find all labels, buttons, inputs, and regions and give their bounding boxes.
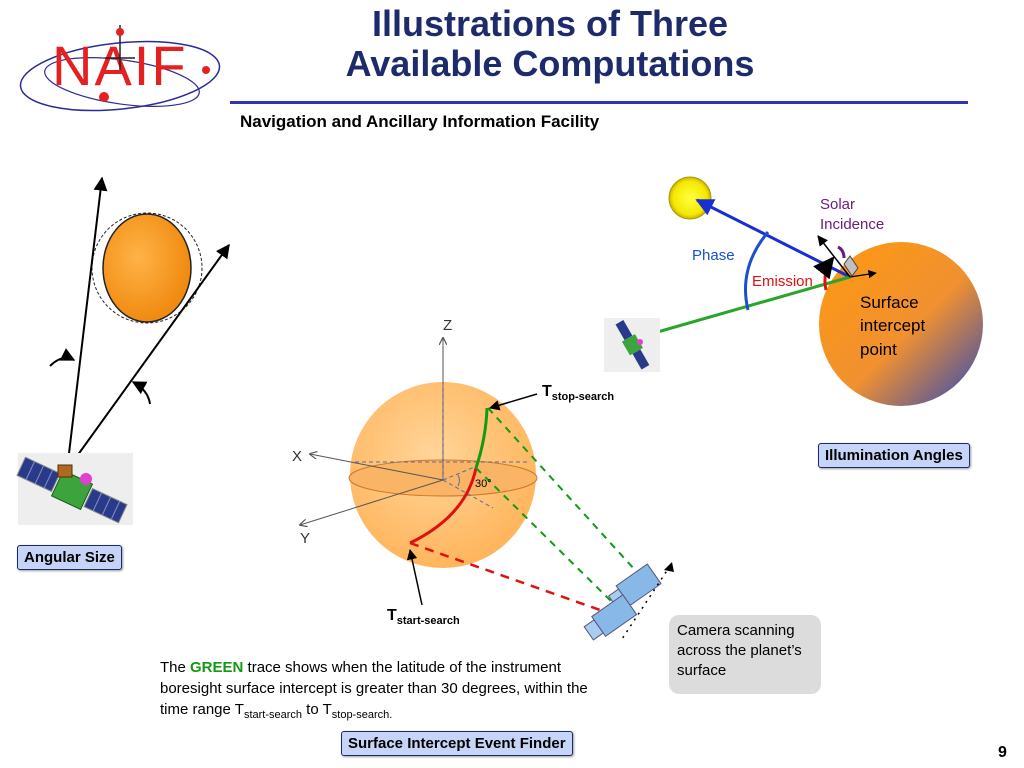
solar-incidence-arc <box>837 245 846 259</box>
naif-logo: NAIF <box>19 25 221 112</box>
planet-ellipse <box>102 213 192 323</box>
illumination-diagram: Solar Incidence Phase Emission Surface i… <box>604 176 983 406</box>
t-start-pointer <box>406 548 423 606</box>
surface-label-2: intercept <box>860 316 925 335</box>
spacecraft-icon <box>16 453 133 525</box>
phase-label: Phase <box>692 247 735 264</box>
surface-point-marker <box>843 255 859 277</box>
x-axis <box>310 454 444 481</box>
page-subtitle: Navigation and Ancillary Information Fac… <box>240 112 600 131</box>
spacecraft-small-icon <box>604 318 660 372</box>
title-rule <box>230 101 968 104</box>
sun-icon <box>668 176 712 220</box>
green-trace <box>474 407 489 469</box>
t-stop-label: Tstop-search <box>542 383 614 403</box>
camera-scanning-callout: Camera scanning across the planet’s surf… <box>669 615 821 694</box>
page-title: Illustrations of Three Available Computa… <box>260 4 840 84</box>
angular-size-label-box: Angular Size <box>17 545 122 570</box>
surface-label-3: point <box>860 340 897 359</box>
green-dashed-projection-2 <box>487 407 636 571</box>
illumination-angles-label-box: Illumination Angles <box>818 443 970 468</box>
page-number: 9 <box>998 744 1007 761</box>
caption-green-word: GREEN <box>190 659 244 676</box>
event-finder-diagram: Z X Y 30° Tstop-search Tstart-search <box>292 317 674 643</box>
phase-arc <box>744 231 770 311</box>
scan-arrow-head <box>664 562 674 572</box>
event-finder-label-box: Surface Intercept Event Finder <box>341 731 573 756</box>
surface-label-1: Surface <box>860 293 919 312</box>
camera-icon-lower <box>583 594 638 641</box>
scan-motion-line <box>619 565 671 643</box>
t-stop-pointer <box>488 393 538 411</box>
title-line-2: Available Computations <box>345 43 755 84</box>
solar-label-1: Solar <box>820 196 855 213</box>
illum-planet <box>819 242 983 406</box>
angular-size-diagram <box>16 176 230 525</box>
green-dashed-projection-1 <box>475 467 616 606</box>
line-of-sight-right <box>66 243 230 471</box>
surface-tangent <box>849 269 877 279</box>
x-axis-label: X <box>292 448 302 465</box>
z-axis-label: Z <box>443 317 452 334</box>
solar-label-2: Incidence <box>820 216 884 233</box>
emission-label: Emission <box>752 273 813 290</box>
red-dashed-projection <box>409 541 601 612</box>
angle-label: 30° <box>475 478 492 490</box>
red-trace <box>409 467 478 545</box>
title-line-1: Illustrations of Three <box>371 3 729 44</box>
y-axis <box>300 479 444 525</box>
green-trace-caption: The GREEN trace shows when the latitude … <box>160 659 588 721</box>
y-axis-label: Y <box>300 530 310 547</box>
logo-text: NAIF <box>52 34 188 97</box>
observer-vector <box>638 275 851 342</box>
t-start-label: Tstart-search <box>387 607 460 627</box>
angle-arrow-right <box>131 381 151 405</box>
angle-arrow-left <box>49 348 76 367</box>
line-of-sight-left <box>66 176 108 471</box>
emission-arc <box>813 256 835 291</box>
